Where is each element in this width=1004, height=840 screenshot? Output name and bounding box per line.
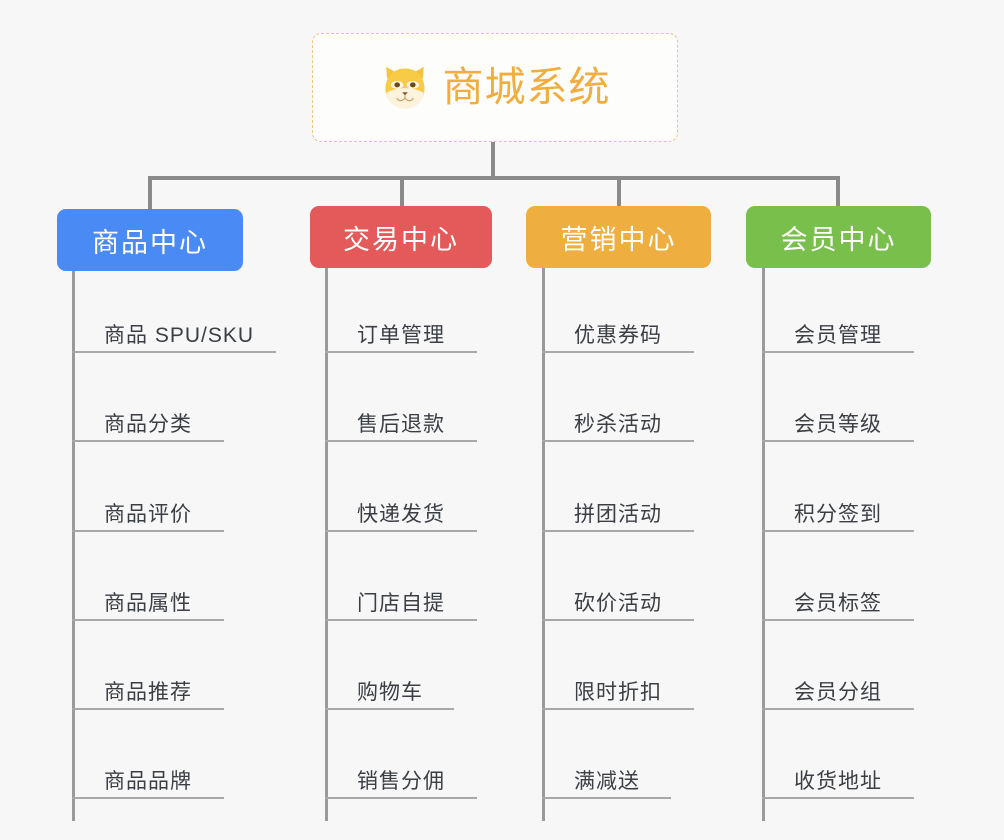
category-label: 商品中心 (92, 227, 208, 258)
leaf-label-2-2[interactable]: 拼团活动 (574, 503, 662, 526)
leaf-rule-3-2 (762, 530, 914, 532)
leaf-label-3-2[interactable]: 积分签到 (794, 503, 882, 526)
category-label: 会员中心 (780, 224, 897, 255)
root-node[interactable]: 商城系统 (312, 33, 678, 142)
leaf-label-1-3[interactable]: 门店自提 (357, 592, 445, 615)
leaf-label-1-5[interactable]: 销售分佣 (357, 770, 445, 793)
category-box-2[interactable]: 营销中心 (526, 206, 711, 268)
leaf-rule-3-0 (762, 351, 914, 353)
leaf-rule-1-0 (325, 351, 477, 353)
leaf-label-0-0[interactable]: 商品 SPU/SKU (104, 324, 255, 347)
leaf-rule-0-1 (72, 440, 224, 442)
leaf-rule-2-0 (542, 351, 694, 353)
branch-spine-1 (325, 268, 328, 821)
leaf-label-1-0[interactable]: 订单管理 (357, 324, 445, 347)
leaf-label-0-2[interactable]: 商品评价 (104, 503, 192, 526)
root-title: 商城系统 (442, 64, 611, 110)
branch-drop-2 (400, 176, 404, 206)
leaf-rule-3-1 (762, 440, 914, 442)
category-box-1[interactable]: 交易中心 (310, 206, 492, 268)
leaf-rule-3-4 (762, 708, 914, 710)
leaf-label-3-0[interactable]: 会员管理 (794, 324, 882, 347)
leaf-rule-2-2 (542, 530, 694, 532)
branch-drop-3 (617, 176, 621, 206)
leaf-label-2-5[interactable]: 满减送 (574, 770, 640, 793)
branch-spine-0 (72, 271, 75, 821)
leaf-rule-1-1 (325, 440, 477, 442)
leaf-label-2-0[interactable]: 优惠券码 (574, 324, 662, 347)
leaf-rule-0-4 (72, 708, 224, 710)
leaf-label-2-4[interactable]: 限时折扣 (574, 681, 662, 704)
leaf-label-3-5[interactable]: 收货地址 (794, 770, 882, 793)
leaf-rule-1-5 (325, 797, 477, 799)
branch-spine-2 (542, 268, 545, 821)
leaf-rule-2-5 (542, 797, 671, 799)
leaf-rule-0-0 (72, 351, 276, 353)
leaf-rule-2-4 (542, 708, 694, 710)
leaf-rule-1-4 (325, 708, 454, 710)
leaf-label-2-3[interactable]: 砍价活动 (574, 592, 662, 615)
leaf-rule-1-3 (325, 619, 477, 621)
leaf-rule-0-5 (72, 797, 224, 799)
bus-line (148, 176, 840, 180)
leaf-label-0-1[interactable]: 商品分类 (104, 413, 192, 436)
leaf-label-0-3[interactable]: 商品属性 (104, 592, 192, 615)
leaf-label-1-2[interactable]: 快递发货 (357, 503, 445, 526)
leaf-label-1-4[interactable]: 购物车 (357, 681, 423, 704)
branch-drop-4 (836, 176, 840, 206)
leaf-rule-0-3 (72, 619, 224, 621)
leaf-label-0-4[interactable]: 商品推荐 (104, 681, 192, 704)
leaf-label-3-1[interactable]: 会员等级 (794, 413, 882, 436)
leaf-rule-3-3 (762, 619, 914, 621)
branch-drop-1 (148, 176, 152, 209)
trunk-line (491, 142, 495, 178)
leaf-label-3-3[interactable]: 会员标签 (794, 592, 882, 615)
leaf-label-2-1[interactable]: 秒杀活动 (574, 413, 662, 436)
shiba-dog-face-icon (380, 63, 430, 113)
category-label: 营销中心 (560, 224, 677, 255)
branch-spine-3 (762, 268, 765, 821)
leaf-rule-2-1 (542, 440, 694, 442)
leaf-label-1-1[interactable]: 售后退款 (357, 413, 445, 436)
leaf-label-3-4[interactable]: 会员分组 (794, 681, 882, 704)
category-label: 交易中心 (343, 224, 459, 255)
leaf-rule-2-3 (542, 619, 694, 621)
leaf-rule-3-5 (762, 797, 914, 799)
category-box-3[interactable]: 会员中心 (746, 206, 931, 268)
category-box-0[interactable]: 商品中心 (57, 209, 243, 271)
leaf-rule-0-2 (72, 530, 224, 532)
leaf-label-0-5[interactable]: 商品品牌 (104, 770, 192, 793)
leaf-rule-1-2 (325, 530, 477, 532)
